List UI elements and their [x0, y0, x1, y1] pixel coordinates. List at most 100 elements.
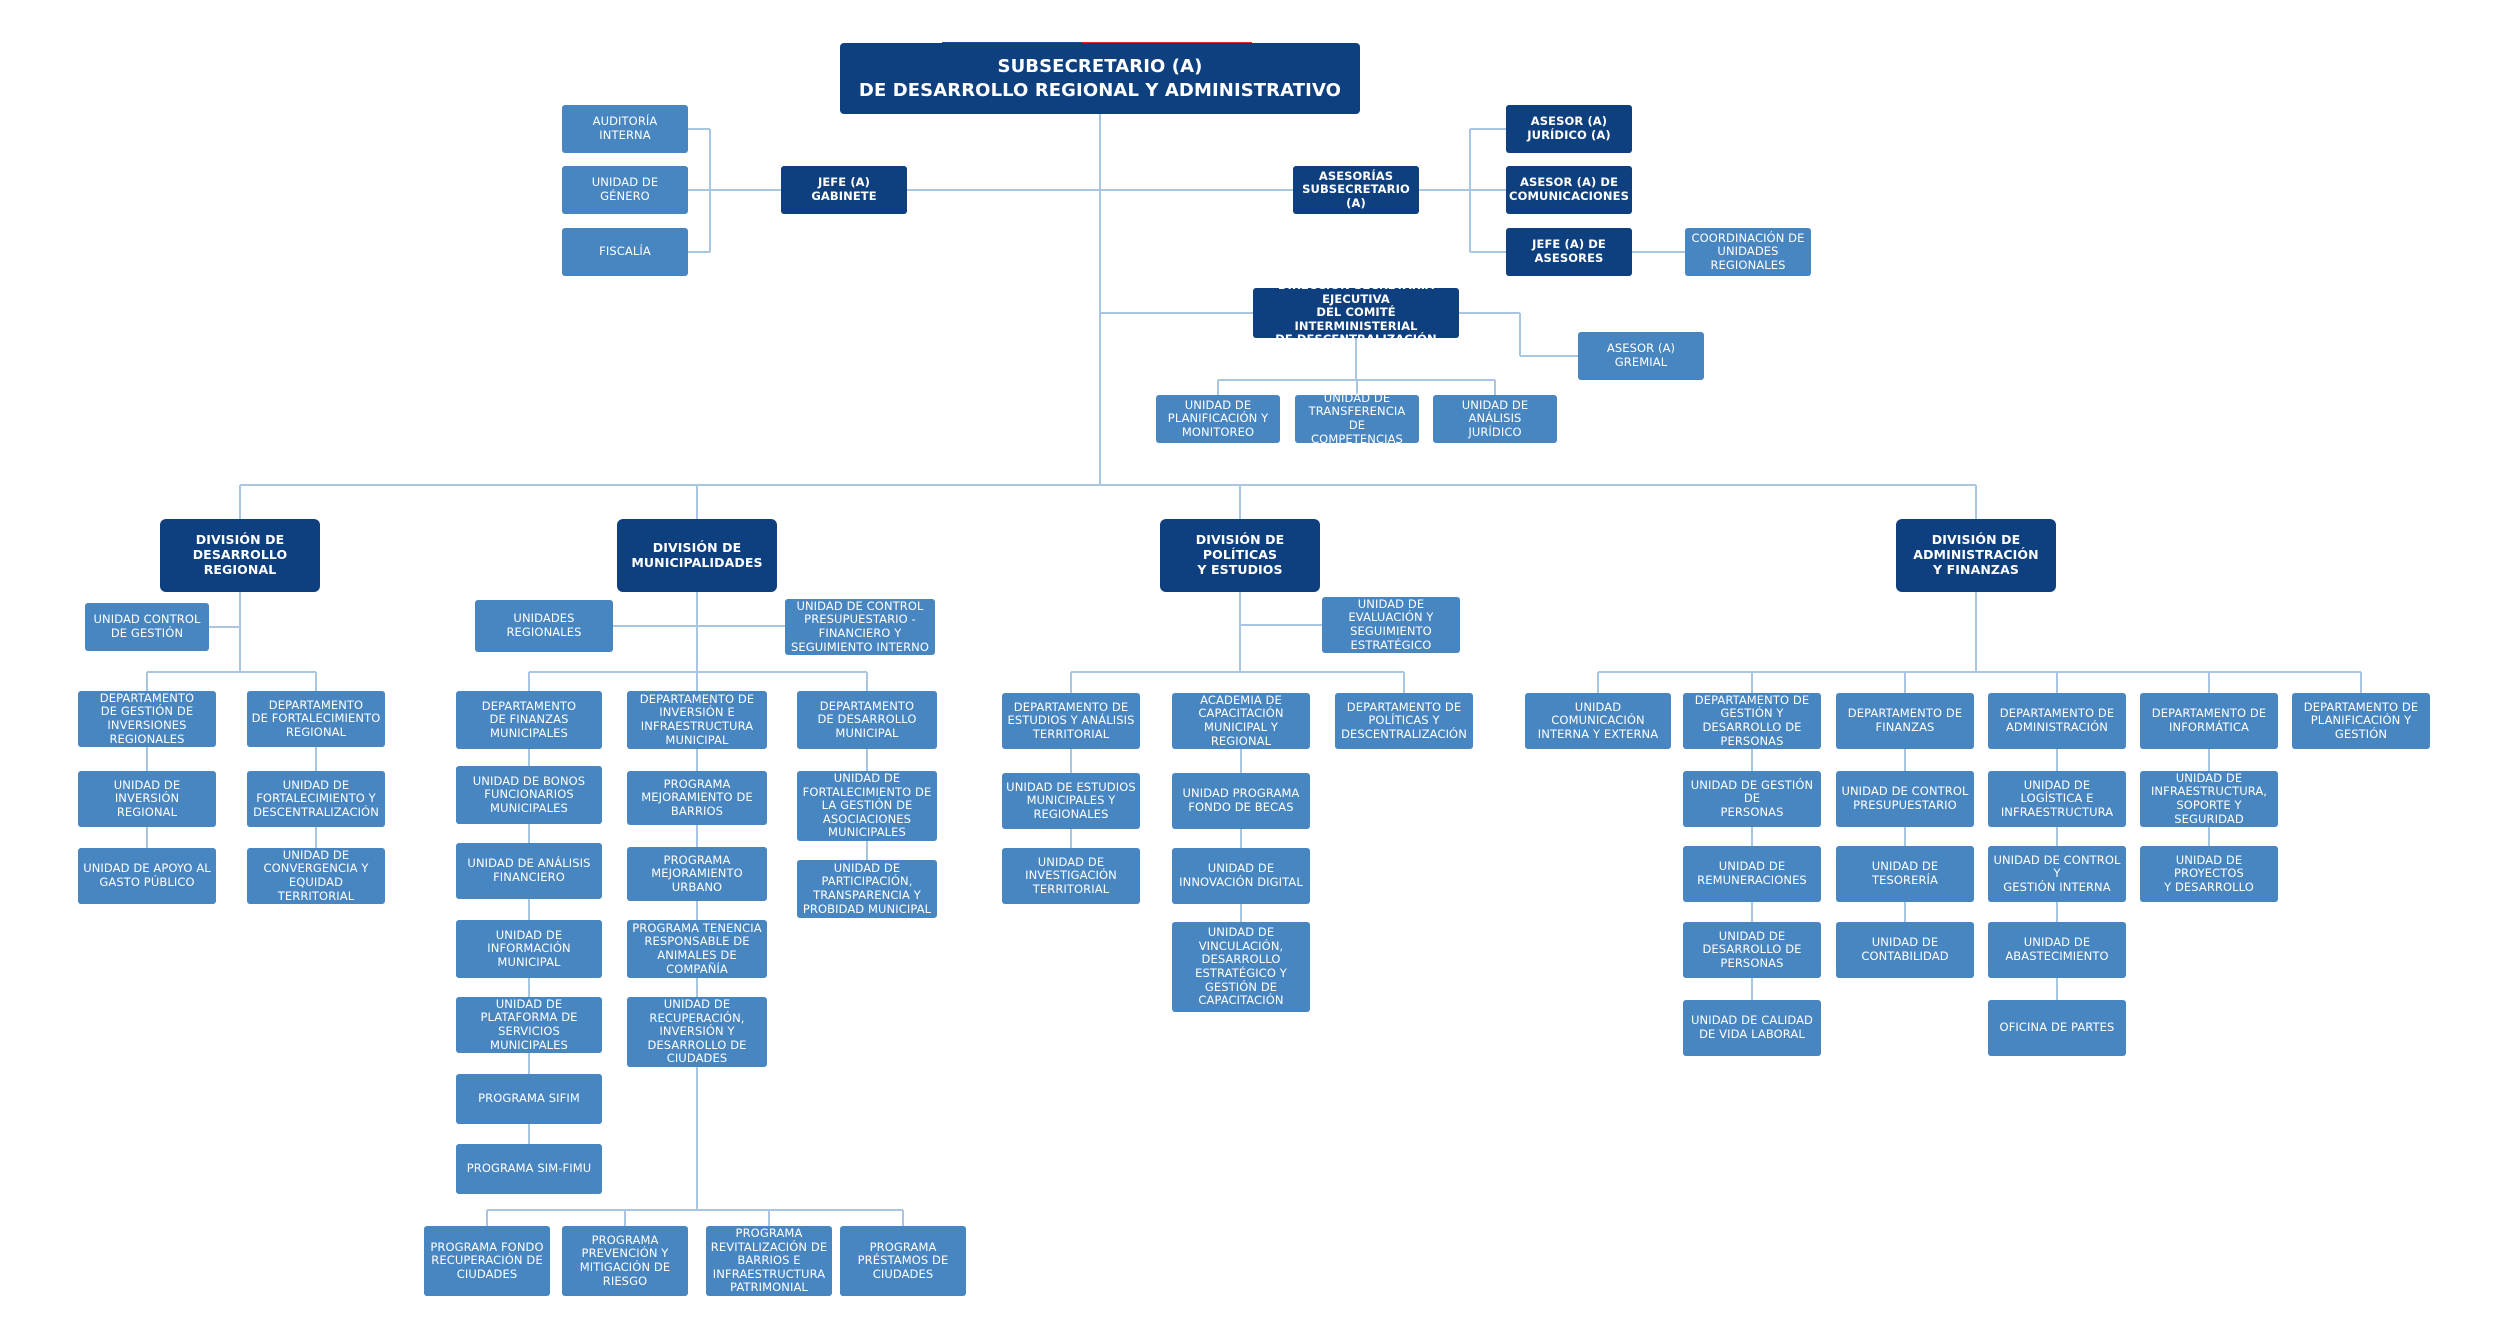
node-jefe-gabinete: JEFE (A) GABINETE	[781, 166, 907, 214]
node-label: PROGRAMA SIM-FIMU	[466, 1161, 592, 1176]
node-label: UNIDAD DE GÉNERO	[591, 175, 659, 203]
node-programa-sim-fimu: PROGRAMA SIM-FIMU	[456, 1144, 602, 1194]
node-label: AUDITORÍA INTERNA	[592, 114, 658, 142]
node-fiscalia: FISCALÍA	[562, 228, 688, 276]
node-unidad-tesoreria: UNIDAD DE TESORERÍA	[1836, 846, 1974, 902]
node-label: UNIDADES REGIONALES	[506, 611, 582, 639]
node-asesor-juridico: ASESOR (A)JURÍDICO (A)	[1506, 105, 1632, 153]
node-label: OFICINA DE PARTES	[1999, 1020, 2115, 1035]
node-unidades-regionales: UNIDADES REGIONALES	[475, 600, 613, 652]
node-auditoria-interna: AUDITORÍA INTERNA	[562, 105, 688, 153]
node-label: ASESOR (A) GREMIAL	[1606, 341, 1676, 369]
node-asesor-gremial: ASESOR (A) GREMIAL	[1578, 332, 1704, 380]
node-oficina-partes: OFICINA DE PARTES	[1988, 1000, 2126, 1056]
node-label: UNIDAD DE TESORERÍA	[1871, 859, 1939, 887]
